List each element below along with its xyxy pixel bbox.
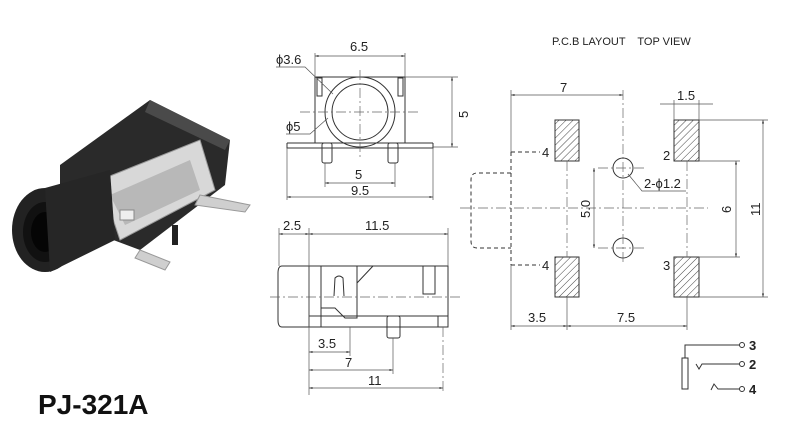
- schematic-pin-3: 3: [749, 338, 756, 353]
- pin-label-4-bottom: 4: [542, 258, 549, 273]
- pin-label-3: 3: [663, 258, 670, 273]
- schematic-pin-2: 2: [749, 357, 756, 372]
- dim-left: 3.5: [528, 310, 546, 325]
- pcb-layout: P.C.B LAYOUT TOP VIEW 4 4 2 3 7 1.5 11 6…: [460, 36, 768, 330]
- dim-7: 7: [560, 80, 567, 95]
- jack-photo: [12, 100, 251, 272]
- dim-total-width: 9.5: [351, 183, 369, 198]
- dim-c: 11: [368, 373, 382, 388]
- dim-overall: 11: [748, 203, 763, 217]
- pin-label-4-top: 4: [542, 145, 549, 160]
- front-view: 6.5 5 5 9.5 ϕ3.6 ϕ5: [276, 39, 471, 200]
- dim-height: 5: [456, 111, 471, 118]
- schematic: 3 2 4: [681, 338, 757, 397]
- pad-3: [673, 256, 700, 298]
- dim-body-length: 11.5: [365, 218, 389, 233]
- dim-right: 7.5: [617, 310, 635, 325]
- schematic-pin-4: 4: [749, 382, 757, 397]
- dim-outer-diameter: ϕ5: [286, 119, 301, 134]
- dim-width: 6.5: [350, 39, 368, 54]
- dim-pad-width: 1.5: [677, 88, 695, 103]
- dim-hole-spacing: 5.0: [578, 200, 593, 218]
- dim-pad-spacing: 6: [719, 206, 734, 213]
- pad-2: [673, 119, 700, 162]
- pin-label-2: 2: [663, 148, 670, 163]
- dim-front-length: 2.5: [283, 218, 301, 233]
- dim-a: 3.5: [318, 336, 336, 351]
- dim-pin-spacing: 5: [355, 167, 362, 182]
- pcb-title: P.C.B LAYOUT TOP VIEW: [552, 36, 691, 48]
- model-title: PJ-321A: [38, 389, 149, 420]
- dim-b: 7: [345, 355, 352, 370]
- side-view: 2.5 11.5 3.5 7 11: [270, 218, 460, 395]
- pad-4-bottom: [554, 256, 580, 298]
- dim-inner-diameter: ϕ3.6: [276, 52, 301, 67]
- pad-4-top: [554, 119, 580, 162]
- hole-spec: 2-ϕ1.2: [644, 176, 681, 191]
